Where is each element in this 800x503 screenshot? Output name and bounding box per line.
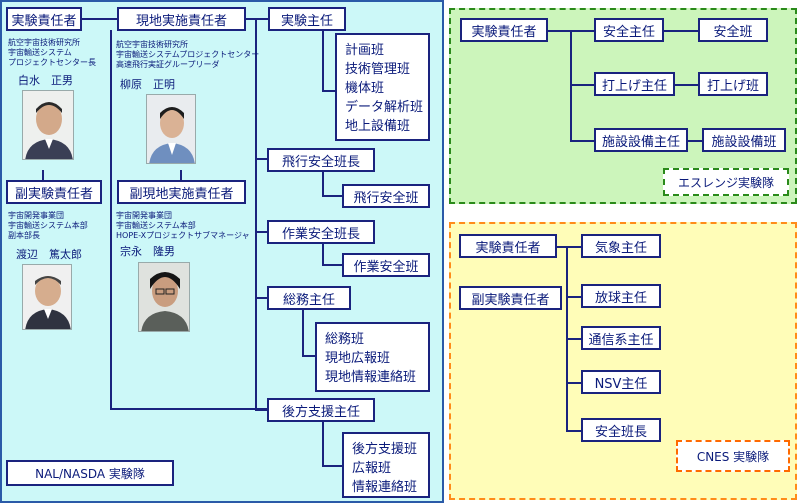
work-safety-chief-box: 作業安全班長: [267, 220, 375, 244]
site-head-photo: [146, 94, 196, 164]
esrange-chief-box: 打上げ主任: [594, 72, 675, 96]
connector: [566, 296, 581, 298]
connector: [255, 18, 257, 409]
connector: [255, 231, 267, 233]
deputy-site-head-name: 宗永 隆男: [120, 245, 175, 258]
connector: [322, 242, 324, 264]
team-item: 現地情報連絡班: [325, 370, 417, 385]
connector: [302, 309, 304, 355]
esrange-team-box: 打上げ班: [698, 72, 768, 96]
connector: [566, 382, 581, 384]
director-box: 実験責任者: [6, 7, 82, 31]
deputy-director-box: 副実験責任者: [6, 180, 102, 204]
connector: [570, 140, 594, 142]
connector: [688, 140, 702, 142]
deputy-director-photo: [22, 264, 72, 330]
nal-nasda-label: NAL/NASDA 実験隊: [6, 460, 174, 486]
connector: [664, 30, 698, 32]
deputy-site-head-box: 副現地実施責任者: [117, 180, 246, 204]
esrange-chief-box: 施設設備主任: [594, 128, 688, 152]
connector: [302, 355, 315, 357]
director-photo: [22, 90, 74, 160]
esrange-chief-box: 安全主任: [594, 18, 664, 42]
connector: [322, 421, 324, 465]
logistics-teams: 後方支援班 広報班 情報連絡班: [342, 432, 430, 498]
team-item: 現地広報班: [325, 351, 391, 366]
deputy-site-head-photo: [138, 262, 190, 332]
cnes-label: CNES 実験隊: [676, 440, 790, 472]
connector: [255, 158, 267, 160]
exp-chief-box: 実験主任: [268, 7, 346, 31]
connector: [255, 409, 267, 411]
flight-safety-chief-box: 飛行安全班長: [267, 148, 375, 172]
director-affiliation: 航空宇宙技術研究所 宇宙輸送システム プロジェクトセンター長: [8, 38, 96, 67]
cnes-chief-box: 気象主任: [581, 234, 661, 258]
esrange-team-box: 安全班: [698, 18, 768, 42]
connector: [322, 465, 342, 467]
esrange-label: エスレンジ実験隊: [663, 168, 789, 196]
connector: [570, 84, 594, 86]
deputy-director-name: 渡辺 篤太郎: [16, 248, 82, 261]
connector: [255, 297, 267, 299]
connector: [322, 90, 335, 92]
connector: [246, 18, 268, 20]
cnes-chief-box: 安全班長: [581, 418, 661, 442]
team-item: 広報班: [352, 461, 392, 476]
esrange-team-box: 施設設備班: [702, 128, 786, 152]
connector: [557, 246, 581, 248]
general-affairs-chief-box: 総務主任: [267, 286, 351, 310]
team-item: 技術管理班: [345, 62, 411, 77]
team-item: 後方支援班: [352, 442, 418, 457]
team-item: 機体班: [345, 81, 385, 96]
general-affairs-teams: 総務班 現地広報班 現地情報連絡班: [315, 322, 430, 392]
connector: [42, 170, 44, 180]
work-safety-team-box: 作業安全班: [342, 253, 430, 277]
team-item: 計画班: [345, 43, 385, 58]
site-head-box: 現地実施責任者: [117, 7, 246, 31]
connector: [110, 408, 267, 410]
team-item: 情報連絡班: [352, 480, 418, 495]
cnes-director-box: 実験責任者: [459, 234, 557, 258]
connector: [675, 84, 698, 86]
esrange-director-box: 実験責任者: [460, 18, 548, 42]
connector: [322, 264, 342, 266]
team-item: 地上設備班: [345, 119, 411, 134]
connector: [322, 170, 324, 195]
connector: [82, 18, 117, 20]
cnes-chief-box: NSV主任: [581, 370, 661, 394]
team-item: データ解析班: [345, 100, 424, 115]
connector: [322, 30, 324, 90]
connector: [110, 30, 112, 408]
connector: [180, 170, 182, 180]
flight-safety-team-box: 飛行安全班: [342, 184, 430, 208]
cnes-chief-box: 放球主任: [581, 284, 661, 308]
cnes-chief-box: 通信系主任: [581, 326, 661, 350]
deputy-director-affiliation: 宇宙開発事業団 宇宙輸送システム本部 副本部長: [8, 211, 88, 240]
connector: [566, 430, 581, 432]
cnes-deputy-box: 副実験責任者: [459, 286, 562, 310]
director-name: 白水 正男: [18, 74, 73, 87]
logistics-chief-box: 後方支援主任: [267, 398, 375, 422]
connector: [322, 195, 342, 197]
deputy-site-head-affiliation: 宇宙開発事業団 宇宙輸送システム本部 HOPE-Xプロジェクトサブマネージャ: [116, 211, 250, 240]
site-head-name: 柳原 正明: [120, 78, 175, 91]
team-item: 総務班: [325, 332, 365, 347]
exp-chief-teams: 計画班 技術管理班 機体班 データ解析班 地上設備班: [335, 33, 430, 141]
site-head-affiliation: 航空宇宙技術研究所 宇宙輸送システムプロジェクトセンター 高速飛行実証グループリ…: [116, 40, 260, 69]
connector: [566, 338, 581, 340]
